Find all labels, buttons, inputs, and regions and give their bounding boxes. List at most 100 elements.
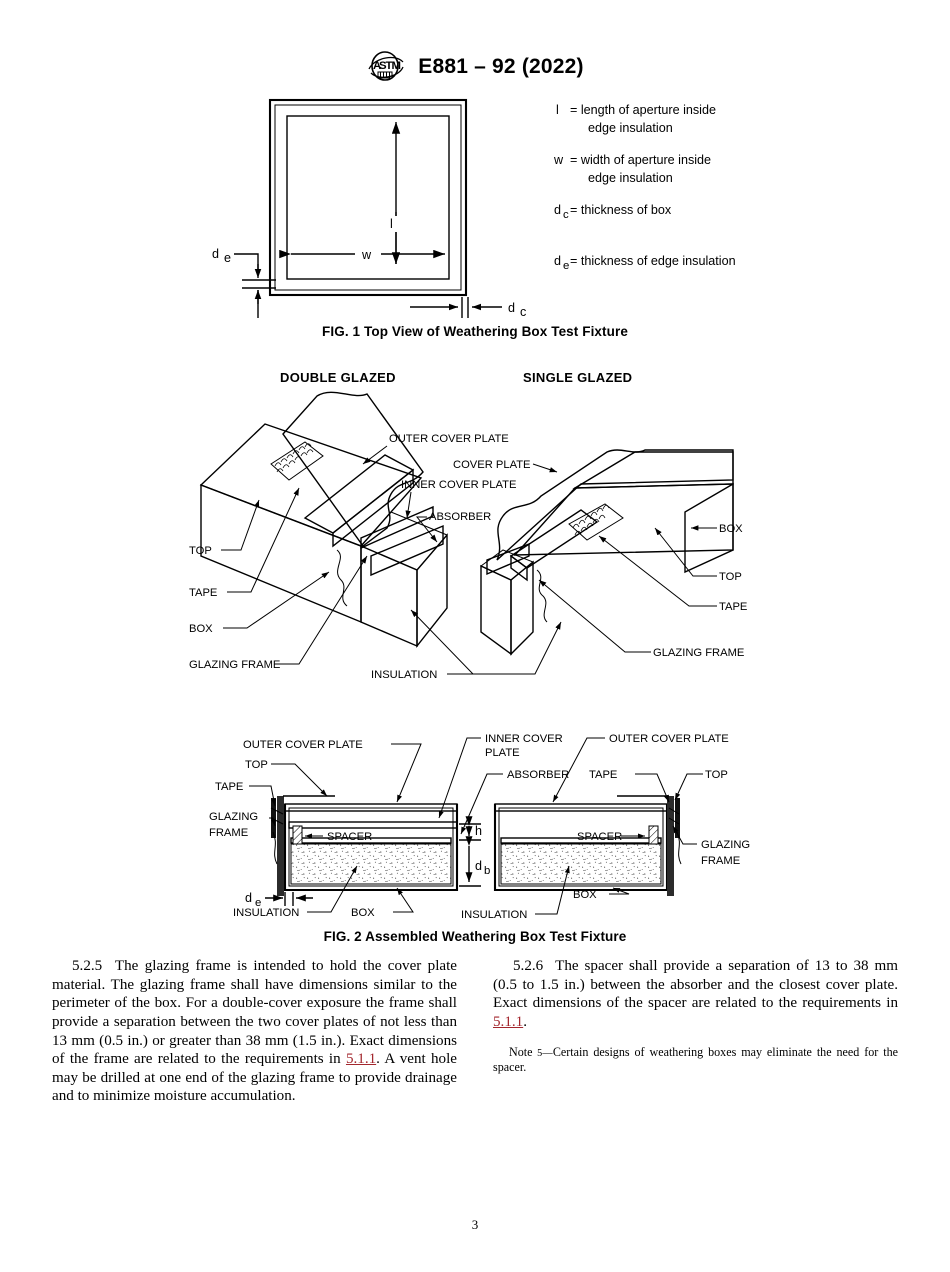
legend-item-de: d e = thickness of edge insulation — [554, 254, 736, 272]
dimension-de: d e — [212, 247, 276, 318]
legend-item-l: l = length of aperture inside edge insul… — [556, 103, 716, 135]
section-double-glazed — [270, 795, 459, 896]
label-insulation: INSULATION — [461, 909, 527, 921]
section-number: 5.2.6 — [513, 958, 544, 974]
label-tape: TAPE — [589, 769, 617, 781]
svg-text:A: A — [373, 60, 381, 72]
dimension-db-sub: b — [484, 865, 490, 877]
label-inner-cover-plate: INNER COVER PLATE — [401, 479, 516, 491]
legend-symbol: w — [553, 153, 564, 167]
dimension-de-label: d — [212, 247, 219, 261]
label-insulation: INSULATION — [233, 907, 299, 919]
svg-text:S: S — [379, 60, 387, 72]
note-text: Certain designs of weathering boxes may … — [493, 1044, 898, 1075]
paragraph-text: The glazing frame is intended to hold th… — [52, 958, 458, 1068]
svg-text:T: T — [386, 60, 393, 72]
legend-text-line1: = length of aperture inside — [570, 103, 716, 117]
label-outer-cover-plate: OUTER COVER PLATE — [389, 433, 509, 445]
label-glazing-frame-line1: GLAZING — [701, 839, 750, 851]
figure-1-caption: FIG. 1 Top View of Weathering Box Test F… — [322, 324, 628, 339]
top-view-box-outline — [268, 98, 468, 297]
left-column: 5.2.5 The glazing frame is intended to h… — [52, 957, 457, 1147]
dimension-l: l — [386, 121, 402, 265]
label-tape: TAPE — [189, 587, 217, 599]
label-glazing-frame-line1: GLAZING — [209, 811, 258, 823]
dimension-l-label: l — [390, 217, 393, 231]
label-outer-cover-plate: OUTER COVER PLATE — [609, 733, 729, 745]
paragraph-text-cont: . A vent hole may be drilled at one end … — [52, 1051, 457, 1105]
figure-1-legend: l = length of aperture inside edge insul… — [553, 103, 736, 272]
label-top: TOP — [189, 545, 212, 557]
figure-2-caption: FIG. 2 Assembled Weathering Box Test Fix… — [323, 929, 627, 944]
label-inner-cover-plate-line1: INNER COVER — [485, 733, 563, 745]
cross-reference-link[interactable]: 5.1.1 — [345, 1051, 377, 1068]
legend-symbol-sub: c — [563, 209, 569, 221]
label-top: TOP — [245, 759, 268, 771]
label-insulation: INSULATION — [371, 669, 437, 681]
legend-symbol: d — [554, 254, 561, 268]
legend-text-line1: = thickness of box — [570, 203, 672, 217]
legend-text-line2: edge insulation — [588, 121, 673, 135]
dimension-dc-sub: c — [520, 305, 526, 319]
legend-symbol-sub: e — [563, 260, 569, 272]
isometric-double-glazed — [199, 391, 448, 649]
section-single-glazed — [493, 795, 682, 896]
section-right-labels: INNER COVER PLATE OUTER COVER PLATE ABSO… — [438, 733, 750, 921]
label-cover-plate: COVER PLATE — [453, 459, 531, 471]
section-number: 5.2.5 — [72, 958, 103, 974]
label-top: TOP — [705, 769, 728, 781]
dimension-de-label: d — [245, 891, 252, 905]
isometric-single-glazed — [480, 449, 734, 656]
heading-double-glazed: DOUBLE GLAZED — [280, 370, 396, 385]
note-5: Note 5—Certain designs of weathering box… — [493, 1045, 898, 1076]
label-glazing-frame-line2: FRAME — [209, 827, 248, 839]
right-column: 5.2.6 The spacer shall provide a separat… — [493, 957, 898, 1147]
legend-item-w: w = width of aperture inside edge insula… — [553, 153, 711, 185]
dimension-de-sub: e — [255, 897, 261, 909]
paragraph-5-2-6: 5.2.6 The spacer shall provide a separat… — [493, 957, 898, 1032]
cross-reference-link[interactable]: 5.1.1 — [493, 1013, 524, 1030]
section-left-dimension-h-db: h d b — [459, 816, 490, 887]
dimension-dc: d c — [410, 297, 526, 319]
dimension-db-label: d — [475, 859, 482, 873]
dimension-dc-label: d — [508, 301, 515, 315]
label-inner-cover-plate-line2: PLATE — [485, 747, 520, 759]
isometric-right-labels: COVER PLATE BOX TOP TAPE GLAZING FRAME — [453, 459, 747, 659]
dimension-de-sub: e — [224, 251, 231, 265]
legend-symbol: l — [556, 103, 559, 117]
label-spacer: SPACER — [327, 831, 372, 843]
legend-text-line1: = width of aperture inside — [570, 153, 711, 167]
legend-text-line2: edge insulation — [588, 171, 673, 185]
section-left-labels: OUTER COVER PLATE TOP TAPE GLAZING FRAME… — [209, 739, 422, 919]
label-top: TOP — [719, 571, 742, 583]
note-number: 5— — [532, 1047, 553, 1059]
figure-2-cross-sections: OUTER COVER PLATE TOP TAPE GLAZING FRAME… — [209, 733, 750, 921]
dimension-h-label: h — [475, 824, 482, 838]
svg-text:M: M — [392, 60, 402, 72]
heading-single-glazed: SINGLE GLAZED — [523, 370, 632, 385]
label-absorber: ABSORBER — [429, 511, 491, 523]
isometric-left-labels: OUTER COVER PLATE INNER COVER PLATE ABSO… — [189, 433, 562, 681]
paragraph-text-cont: . — [523, 1013, 527, 1030]
label-box: BOX — [573, 889, 597, 901]
legend-text-line1: = thickness of edge insulation — [570, 254, 736, 268]
figure-2-isometric-views: DOUBLE GLAZED SINGLE GLAZED — [189, 370, 747, 681]
label-glazing-frame-line2: FRAME — [701, 855, 740, 867]
label-box: BOX — [719, 523, 743, 535]
legend-symbol: d — [554, 203, 561, 217]
label-spacer: SPACER — [577, 831, 622, 843]
page-number: 3 — [471, 1217, 479, 1232]
dimension-w: w — [279, 245, 446, 263]
document-id: E881 – 92 (2022) — [418, 55, 584, 78]
paragraph-5-2-5: 5.2.5 The glazing frame is intended to h… — [52, 957, 457, 1106]
label-tape: TAPE — [719, 601, 747, 613]
label-glazing-frame: GLAZING FRAME — [189, 659, 280, 671]
label-glazing-frame: GLAZING FRAME — [653, 647, 744, 659]
note-label: Note — [509, 1044, 533, 1059]
label-absorber: ABSORBER — [507, 769, 569, 781]
label-tape: TAPE — [215, 781, 243, 793]
dimension-w-label: w — [361, 248, 372, 262]
